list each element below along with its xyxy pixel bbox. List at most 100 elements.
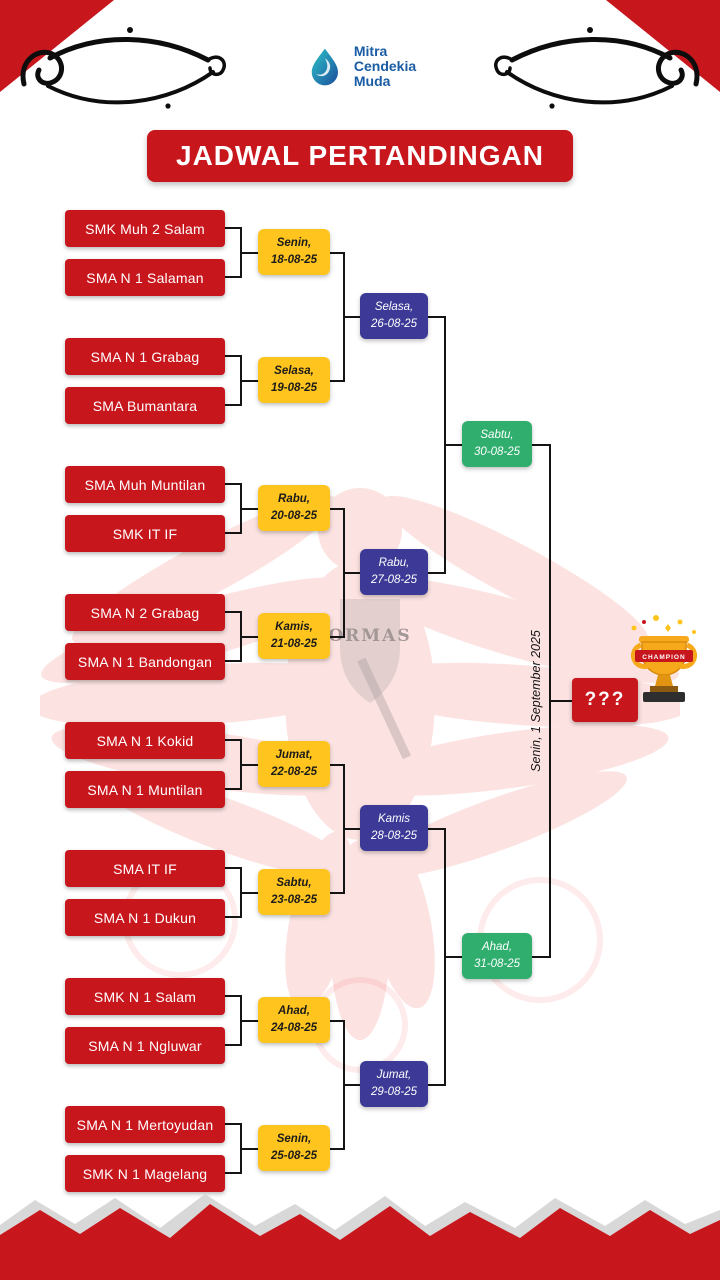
- trophy-base-top: [650, 686, 678, 692]
- match-date: 28-08-25: [370, 830, 418, 842]
- team-box: SMA N 1 Muntilan: [65, 771, 225, 808]
- match-day: Kamis,: [275, 621, 313, 634]
- bracket-connector-line: [330, 251, 345, 254]
- team-box: SMA N 1 Mertoyudan: [65, 1106, 225, 1143]
- match-date-box: Jumat, 22-08-25: [258, 741, 330, 787]
- semifinal-date-box: Sabtu, 30-08-25: [462, 421, 532, 467]
- bracket-connector-line: [225, 916, 241, 918]
- team-box: SMA IT IF: [65, 850, 225, 887]
- bracket-connector-line: [330, 1019, 345, 1022]
- match-date: 19-08-25: [270, 382, 318, 394]
- top-right-corner-triangle: [606, 0, 720, 92]
- bracket-connector-line: [225, 483, 241, 485]
- brand-name-line1: Mitra: [353, 43, 388, 59]
- bracket-connector-line: [225, 788, 241, 790]
- round2-date-box: Selasa,26-08-25: [360, 293, 428, 339]
- match-day: Jumat,: [275, 749, 313, 762]
- bracket-connector-line: [225, 867, 241, 869]
- team-box: SMA N 1 Kokid: [65, 722, 225, 759]
- match-date: 30-08-25: [473, 446, 521, 458]
- torn-paper-edge: [0, 1194, 720, 1280]
- page-title-text: JADWAL PERTANDINGAN: [176, 140, 544, 171]
- bracket-connector-line: [240, 251, 258, 254]
- bracket-connector-line: [428, 1083, 446, 1086]
- match-date-box: Senin,18-08-25: [258, 229, 330, 275]
- brand-name-line3: Muda: [353, 73, 391, 90]
- trophy-right-handle: [679, 642, 698, 670]
- match-day: Selasa,: [274, 365, 314, 378]
- bracket-connector-line: [343, 827, 360, 830]
- bracket-connector-line: [240, 379, 258, 382]
- bracket-connector-line: [225, 227, 241, 229]
- bracket-connector-line: [428, 315, 446, 318]
- bracket-connector-line: [532, 443, 551, 446]
- bracket-connector-line: [225, 276, 241, 278]
- brand-logo: Mitra Cendekia Muda: [304, 43, 417, 90]
- bracket-connector-line: [428, 827, 446, 830]
- champion-placeholder: ???: [584, 689, 626, 710]
- bracket-connector-line: [225, 355, 241, 357]
- round2-date-box: Jumat, 29-08-25: [360, 1061, 428, 1107]
- bracket-connector-line: [428, 571, 446, 574]
- match-day: Sabtu,: [480, 429, 514, 442]
- match-date-box: Sabtu,23-08-25: [258, 869, 330, 915]
- match-date: 23-08-25: [270, 894, 318, 906]
- match-date: 29-08-25: [370, 1086, 418, 1098]
- bracket-connector-line: [240, 763, 258, 766]
- bracket-connector-line: [240, 1019, 258, 1022]
- team-box: SMA N 1 Salaman: [65, 259, 225, 296]
- team-box: SMK Muh 2 Salam: [65, 210, 225, 247]
- bracket-connector-line: [330, 635, 345, 638]
- match-day: Senin,: [276, 1133, 312, 1146]
- bracket-connector-line: [532, 955, 551, 958]
- team-box: SMA N 1 Ngluwar: [65, 1027, 225, 1064]
- bracket-connector-line: [343, 315, 360, 318]
- match-date-box: Senin, 25-08-25: [258, 1125, 330, 1171]
- trophy-ribbon: [635, 650, 693, 662]
- team-box: SMA N 1 Dukun: [65, 899, 225, 936]
- team-box: SMA N 2 Grabag: [65, 594, 225, 631]
- bracket-connector-line: [444, 443, 462, 446]
- match-day: Kamis: [378, 813, 410, 826]
- match-day: Selasa,: [374, 301, 414, 314]
- bracket-connector-line: [225, 660, 241, 662]
- match-date-box: Kamis,21-08-25: [258, 613, 330, 659]
- bracket-connector-line: [330, 1147, 345, 1150]
- match-date: 20-08-25: [270, 510, 318, 522]
- bracket-connector-line: [225, 611, 241, 613]
- top-left-corner-triangle: [0, 0, 114, 92]
- champion-box: ???: [572, 678, 638, 722]
- semifinal-date-box: Ahad,31-08-25: [462, 933, 532, 979]
- match-day: Jumat,: [376, 1069, 412, 1082]
- sword-blade: [357, 657, 412, 760]
- team-box: SMA N 1 Bandongan: [65, 643, 225, 680]
- bracket-connector-line: [225, 532, 241, 534]
- team-box: SMK N 1 Salam: [65, 978, 225, 1015]
- round2-date-box: Kamis 28-08-25: [360, 805, 428, 851]
- bracket-connector-line: [225, 995, 241, 997]
- bracket-connector-line: [225, 1044, 241, 1046]
- final-schedule-label: Senin, 1 September 2025: [529, 630, 543, 772]
- match-date: 27-08-25: [370, 574, 418, 586]
- match-date-box: Selasa, 19-08-25: [258, 357, 330, 403]
- team-box: SMA Muh Muntilan: [65, 466, 225, 503]
- bracket-connector-line: [549, 699, 572, 702]
- bracket-connector-line: [444, 955, 462, 958]
- trophy-sparkles: [631, 615, 696, 634]
- bracket-connector-line: [343, 1083, 360, 1086]
- match-day: Rabu,: [378, 557, 410, 570]
- bracket-connector-line: [225, 404, 241, 406]
- match-date: 24-08-25: [270, 1022, 318, 1034]
- round2-date-box: Rabu, 27-08-25: [360, 549, 428, 595]
- match-date: 22-08-25: [270, 766, 318, 778]
- team-box: SMK N 1 Magelang: [65, 1155, 225, 1192]
- team-box: SMA Bumantara: [65, 387, 225, 424]
- team-box: SMA N 1 Grabag: [65, 338, 225, 375]
- bracket-connector-line: [330, 379, 345, 382]
- bracket-connector-line: [225, 739, 241, 741]
- brand-name-line2: Cendekia: [353, 58, 417, 75]
- match-date: 25-08-25: [270, 1150, 318, 1162]
- bracket-connector-line: [225, 1172, 241, 1174]
- torn-red-band: [0, 1204, 720, 1280]
